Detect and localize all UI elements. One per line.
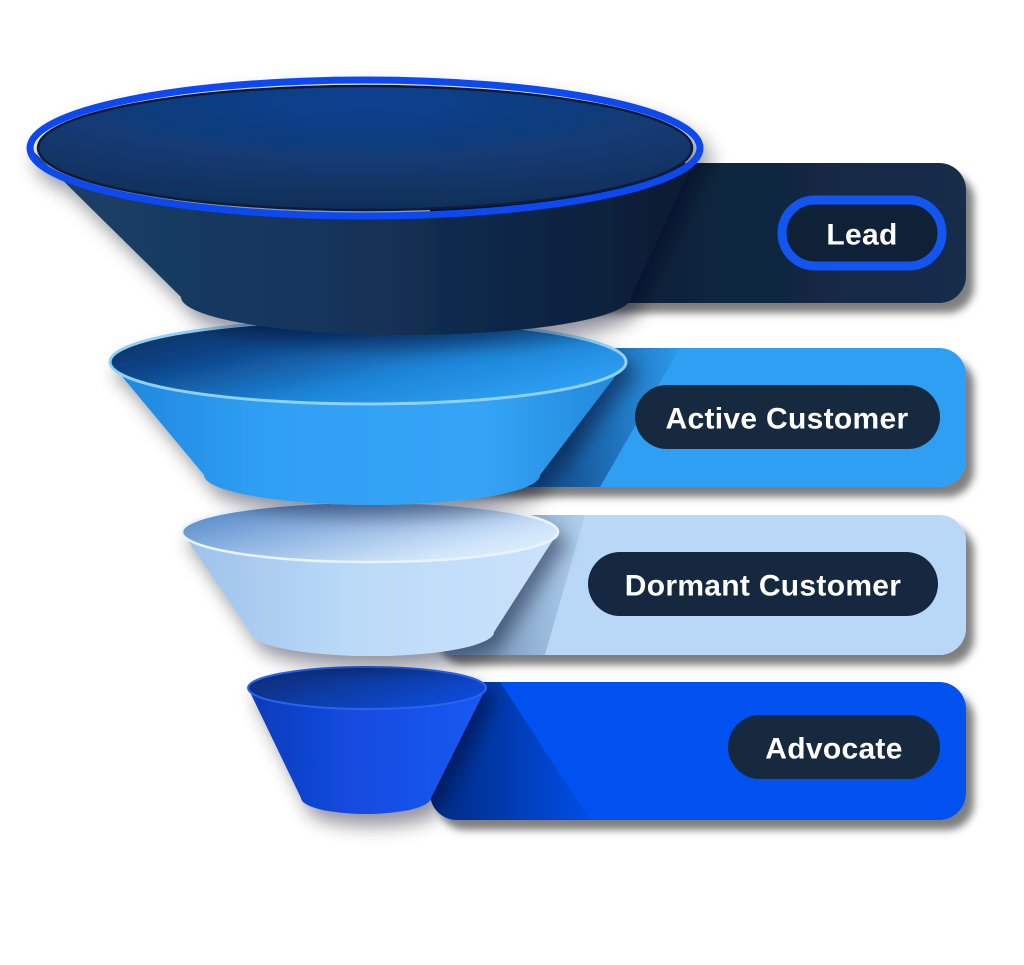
funnel-segment-lead-wall [30,148,700,335]
label-advocate: Advocate [765,733,902,766]
funnel-segment-advocate-opening [247,666,487,710]
label-dormant-customer: Dormant Customer [625,570,902,603]
funnel-segment-active-customer [108,318,628,505]
pill-active-customer [635,385,940,449]
pill-dormant-customer [588,552,938,616]
funnel-segment-dormant-opening [180,500,560,564]
funnel-segment-lead-opening [36,84,694,212]
funnel-segment-dormant-wall [182,532,558,656]
pill-lead [777,195,947,271]
pill-advocate [728,715,940,779]
label-active-customer: Active Customer [666,403,909,436]
funnel-segment-advocate [247,666,487,814]
banner-advocate: Advocate [430,682,966,820]
funnel-segment-advocate-wall [248,688,486,814]
funnel-segment-lead [26,76,704,335]
funnel-segment-active-wall [110,362,626,505]
label-lead: Lead [826,219,897,252]
funnel-segment-lead-rim-ring [26,76,704,220]
